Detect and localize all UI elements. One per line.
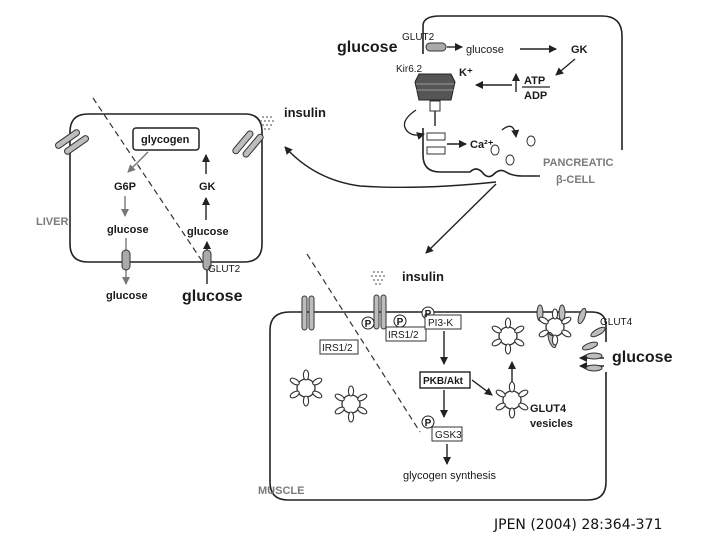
pancreas-glucose-inside-label: glucose xyxy=(466,44,504,56)
insulin-top-label: insulin xyxy=(284,105,326,120)
g6p-label: G6P xyxy=(114,181,136,193)
irs-right-box xyxy=(385,326,427,342)
liver-glucose-right-label: glucose xyxy=(187,226,229,238)
pi3k-box xyxy=(424,314,462,330)
pi3k-label: PI3-K xyxy=(428,318,453,329)
insulin-arrow-to-muscle xyxy=(425,183,497,254)
calcium-label: Ca²⁺ xyxy=(470,139,494,151)
phospho-p-text-3: P xyxy=(425,309,432,320)
phospho-p-4 xyxy=(421,415,435,429)
pkb-akt-label: PKB/Akt xyxy=(423,376,464,387)
gsk3-box xyxy=(431,426,463,442)
liver-glut2-right xyxy=(202,249,212,271)
irs-left-box xyxy=(319,339,359,355)
liver-gk-label: GK xyxy=(199,181,216,193)
irs-left-label: IRS1/2 xyxy=(322,343,353,354)
muscle-cell xyxy=(269,253,607,501)
muscle-title: MUSCLE xyxy=(258,485,304,497)
insulin-arrow-to-liver xyxy=(284,146,497,189)
pancreas-glucose-label: glucose xyxy=(337,39,398,56)
liver-cell xyxy=(53,97,274,285)
irs-right-label: IRS1/2 xyxy=(388,330,419,341)
liver-glut2-left xyxy=(121,249,131,271)
glut4-vesicle-2 xyxy=(494,381,530,419)
atp-label: ATP xyxy=(524,75,545,87)
phospho-p-text-2: P xyxy=(397,317,404,328)
glut4-membrane-label: GLUT4 xyxy=(600,317,633,328)
liver-glucose-out-label: glucose xyxy=(106,290,148,302)
pkb-akt-box xyxy=(419,371,471,389)
muscle-zone-divider xyxy=(306,253,421,433)
liver-insulin-receptor-left xyxy=(53,125,91,159)
glut4-vesicle-1 xyxy=(490,317,526,355)
glycogen-label: glycogen xyxy=(141,134,190,146)
muscle-membrane xyxy=(269,311,607,501)
adp-label: ADP xyxy=(524,90,547,102)
kir62-label: Kir6.2 xyxy=(396,64,423,75)
glycogen-box xyxy=(132,127,200,151)
pancreatic-beta-cell xyxy=(403,15,623,178)
muscle-glucose-label: glucose xyxy=(612,349,673,366)
liver-glucose-left-label: glucose xyxy=(107,224,149,236)
glut2-transporter xyxy=(425,42,447,52)
pancreas-gk-label: GK xyxy=(571,44,588,56)
glut4-vesicle-4 xyxy=(288,369,324,407)
muscle-insulin-label: insulin xyxy=(402,269,444,284)
calcium-channel xyxy=(426,132,446,155)
insulin-dots-muscle xyxy=(371,271,385,285)
insulin-dots-liver xyxy=(260,116,274,130)
glycogen-synthesis-label: glycogen synthesis xyxy=(403,470,496,482)
muscle-insulin-receptor-left xyxy=(301,295,315,331)
pancreas-glut2-label: GLUT2 xyxy=(402,32,435,43)
k-plus-label: K⁺ xyxy=(459,67,473,79)
phospho-p-text-4: P xyxy=(425,418,432,429)
liver-membrane xyxy=(69,113,263,263)
pancreatic-title: PANCREATIC xyxy=(543,157,614,169)
phospho-p-1 xyxy=(361,316,375,330)
glut4-transporters xyxy=(536,304,606,372)
kir62-channel xyxy=(414,73,456,126)
glut4-vesicles-label-1: GLUT4 xyxy=(530,403,567,415)
phospho-p-text-1: P xyxy=(365,319,372,330)
liver-glut2-label: GLUT2 xyxy=(208,264,241,275)
beta-cell-title: β-CELL xyxy=(556,174,595,186)
liver-zone-divider xyxy=(92,97,209,271)
glut4-vesicle-5 xyxy=(333,385,369,423)
liver-title: LIVER xyxy=(36,216,68,228)
citation: JPEN (2004) 28:364-371 xyxy=(494,517,663,533)
gsk3-label: GSK3 xyxy=(435,430,462,441)
liver-glucose-big-label: glucose xyxy=(182,288,243,305)
beta-cell-membrane xyxy=(422,15,623,178)
liver-insulin-receptor-right xyxy=(231,126,265,162)
glut4-vesicles-label-2: vesicles xyxy=(530,418,573,430)
